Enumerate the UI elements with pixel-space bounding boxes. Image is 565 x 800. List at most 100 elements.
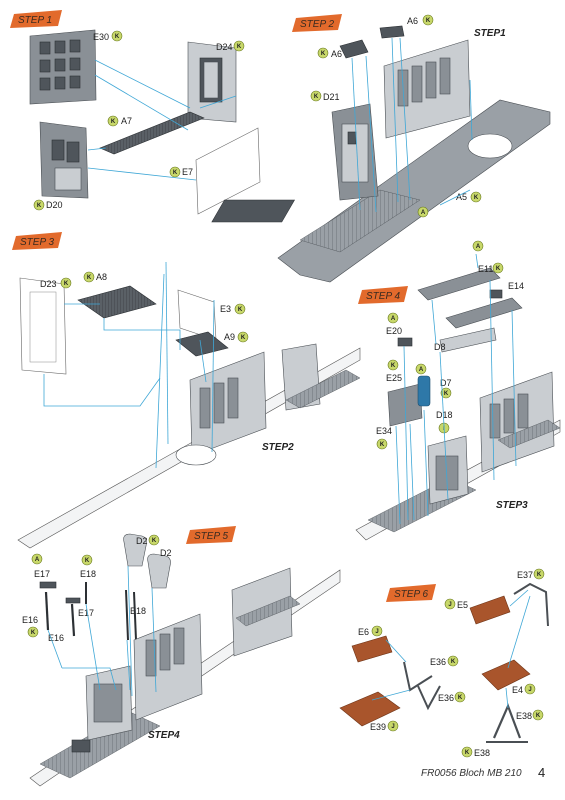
svg-text:K: K bbox=[115, 34, 120, 40]
svg-text:K: K bbox=[451, 659, 456, 665]
label-e36-lower: E36 bbox=[438, 693, 454, 703]
k-badge-icon: K bbox=[422, 14, 434, 26]
step-1-tag bbox=[10, 10, 62, 28]
part-e16-left bbox=[44, 591, 50, 631]
k-badge-icon: K bbox=[169, 166, 181, 178]
part-e5 bbox=[469, 595, 511, 625]
svg-text:K: K bbox=[241, 335, 246, 341]
k-badge-icon: K bbox=[533, 568, 545, 580]
label-e3: E3 bbox=[220, 304, 231, 314]
k-badge-icon: K bbox=[148, 534, 160, 546]
step-1-panel: STEP 1 E30 K D24 K K A7 bbox=[10, 10, 261, 215]
cabin-assembly-step3 bbox=[175, 343, 361, 466]
label-e14: E14 bbox=[508, 281, 524, 291]
step-3-panel: STEP 3 D23 K K A8 E3 K A9 K STEP2 bbox=[12, 232, 361, 549]
label-d18: D18 bbox=[436, 410, 453, 420]
k-badge-icon: K bbox=[237, 331, 249, 343]
label-e18-lower: E18 bbox=[130, 606, 146, 616]
svg-text:K: K bbox=[321, 51, 326, 57]
k-badge-icon: K bbox=[532, 709, 544, 721]
svg-text:J: J bbox=[448, 602, 451, 608]
part-d7 bbox=[387, 375, 431, 427]
label-e34: E34 bbox=[376, 426, 392, 436]
step-2-panel: STEP 2 STEP1 K A6 A6 K K D21 K A bbox=[211, 14, 551, 283]
label-e7: E7 bbox=[182, 167, 193, 177]
svg-text:K: K bbox=[87, 275, 92, 281]
j-badge-icon: J bbox=[371, 625, 383, 637]
step-3-guides bbox=[43, 261, 215, 469]
j-badge-icon: J bbox=[444, 598, 456, 610]
step-6-guides bbox=[371, 589, 531, 709]
part-d20 bbox=[39, 121, 89, 199]
k-badge-icon: K bbox=[60, 277, 72, 289]
svg-text:K: K bbox=[426, 18, 431, 24]
k-badge-icon: K bbox=[447, 655, 459, 667]
part-e17-right bbox=[65, 597, 81, 604]
svg-text:K: K bbox=[37, 203, 42, 209]
step-5-panel: STEP 5 D2 K D2 A E17 K E18 E17 E18 E16 bbox=[22, 526, 341, 787]
k-badge-icon: K bbox=[492, 262, 504, 274]
label-e36-upper: E36 bbox=[430, 657, 446, 667]
e14-hatch-icon bbox=[489, 289, 503, 299]
label-e4: E4 bbox=[512, 685, 523, 695]
label-d8: D8 bbox=[434, 342, 446, 352]
part-a6-left bbox=[339, 39, 369, 59]
k-badge-icon: K bbox=[317, 47, 329, 59]
label-e20: E20 bbox=[386, 326, 402, 336]
step-6-tag bbox=[386, 584, 436, 602]
step-4-panel: STEP 4 A E11 K E14 A E20 D8 K E25 A D7 K… bbox=[355, 240, 561, 541]
label-a6-right: A6 bbox=[407, 16, 418, 26]
svg-text:K: K bbox=[444, 391, 449, 397]
label-d24: D24 bbox=[216, 42, 233, 52]
label-a7: A7 bbox=[121, 116, 132, 126]
svg-text:K: K bbox=[31, 630, 36, 636]
step-2-tag-text: STEP 2 bbox=[300, 19, 335, 30]
label-e16-right: E16 bbox=[48, 633, 64, 643]
part-e3 bbox=[177, 289, 217, 341]
step-5-reference: STEP4 bbox=[148, 730, 180, 741]
svg-text:A: A bbox=[35, 557, 40, 563]
part-e30 bbox=[29, 29, 97, 105]
label-d7: D7 bbox=[440, 378, 452, 388]
svg-text:A: A bbox=[421, 210, 426, 216]
k-badge-icon: K bbox=[111, 30, 123, 42]
step-3-reference: STEP2 bbox=[262, 442, 294, 453]
k-badge-icon: K bbox=[376, 438, 388, 450]
label-e38-lower: E38 bbox=[474, 748, 490, 758]
k-badge-icon: K bbox=[461, 746, 473, 758]
cabin-assembly-step5 bbox=[39, 567, 301, 779]
svg-text:A: A bbox=[391, 316, 396, 322]
label-a6-left: A6 bbox=[331, 49, 342, 59]
step-2-reference: STEP1 bbox=[474, 28, 506, 39]
label-e39: E39 bbox=[370, 722, 386, 732]
svg-text:J: J bbox=[391, 724, 394, 730]
part-e7 bbox=[195, 127, 261, 215]
svg-text:K: K bbox=[152, 538, 157, 544]
svg-text:K: K bbox=[458, 695, 463, 701]
part-e18-lower bbox=[125, 589, 137, 641]
part-e20 bbox=[397, 337, 413, 347]
label-a9: A9 bbox=[224, 332, 235, 342]
label-a5: A5 bbox=[456, 192, 467, 202]
step-4-reference: STEP3 bbox=[496, 500, 528, 511]
cabin-assembly-step4 bbox=[367, 371, 561, 533]
label-e38-upper: E38 bbox=[516, 711, 532, 721]
svg-text:K: K bbox=[537, 572, 542, 578]
step-4-guides bbox=[395, 253, 517, 525]
k-badge-icon: K bbox=[81, 554, 93, 566]
label-e37: E37 bbox=[517, 570, 533, 580]
part-d2-upper bbox=[123, 533, 147, 567]
part-e39 bbox=[339, 691, 401, 727]
part-e17-left bbox=[39, 581, 57, 589]
svg-text:K: K bbox=[64, 281, 69, 287]
a-badge-icon: A bbox=[31, 553, 43, 565]
part-e16-right bbox=[70, 603, 76, 637]
part-d2-lower bbox=[147, 553, 171, 589]
label-e17-left: E17 bbox=[34, 569, 50, 579]
step-1-guides bbox=[87, 59, 237, 181]
label-e11: E11 bbox=[478, 264, 493, 274]
svg-text:K: K bbox=[111, 119, 116, 125]
label-d23: D23 bbox=[40, 279, 57, 289]
part-a9 bbox=[175, 331, 229, 357]
